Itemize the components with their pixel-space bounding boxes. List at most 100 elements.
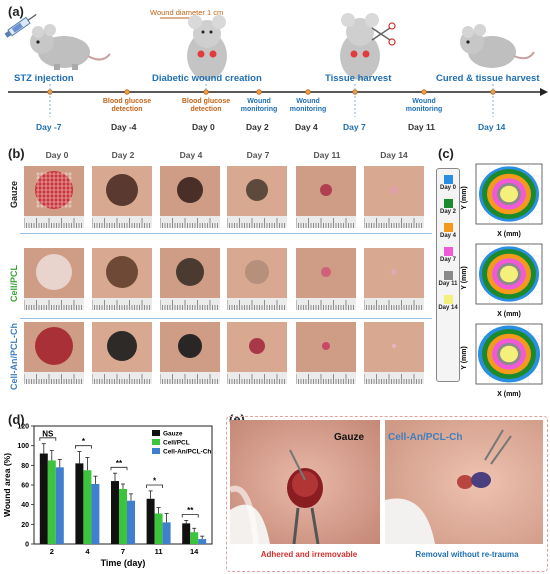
wound-photo bbox=[160, 166, 220, 228]
significance-bracket bbox=[146, 484, 163, 488]
mouse-icon bbox=[30, 24, 111, 70]
contour-legend-item: Day 11 bbox=[437, 271, 459, 287]
panel-e-frame bbox=[226, 416, 548, 572]
panel-label-b: (b) bbox=[8, 146, 25, 161]
contour-xlabel: X (mm) bbox=[497, 311, 521, 318]
wound-photo bbox=[296, 166, 356, 228]
wound-photo-grid bbox=[24, 162, 434, 394]
legend-label: Day 7 bbox=[439, 257, 456, 263]
event-wound-creation: Diabetic wound creation bbox=[152, 73, 262, 84]
contour-legend-item: Day 14 bbox=[437, 295, 459, 311]
bar bbox=[75, 463, 84, 544]
contour-xlabel: X (mm) bbox=[497, 231, 521, 238]
bar bbox=[190, 532, 199, 544]
timeline-illustrations bbox=[4, 13, 548, 117]
contour-plot: Y (mm)X (mm) bbox=[461, 163, 543, 238]
event-glucose-detection: Blood glucose detection bbox=[102, 98, 152, 113]
legend-label: Day 4 bbox=[439, 233, 456, 239]
contour-plot: Y (mm)X (mm) bbox=[461, 323, 543, 398]
significance-bracket bbox=[181, 514, 199, 518]
contour-region bbox=[500, 185, 518, 203]
contour-plot: Y (mm) X (mm) bbox=[461, 243, 543, 318]
bar bbox=[154, 513, 163, 544]
y-tick-label: 100 bbox=[17, 443, 29, 450]
scissors-icon bbox=[371, 22, 396, 46]
contour-plots: Y (mm)X (mm)Y (mm)X (mm)Y (mm)X (mm) bbox=[460, 160, 546, 400]
contour-ylabel: Y (mm) bbox=[461, 346, 468, 370]
legend-label: Cell/PCL bbox=[163, 440, 190, 447]
day-marker: Day 4 bbox=[295, 122, 318, 132]
contour-legend: Day 0 Day 2 Day 4 Day 7 Day 11 Day 14 bbox=[436, 168, 460, 382]
day-header: Day 11 bbox=[313, 150, 341, 160]
legend-swatch bbox=[443, 223, 453, 232]
event-tissue-harvest: Tissue harvest bbox=[325, 73, 392, 84]
contour-legend-item: Day 0 bbox=[437, 175, 459, 191]
legend-label: Day 2 bbox=[439, 209, 456, 215]
contour-legend-item: Day 2 bbox=[437, 199, 459, 215]
caption-adhered: Adhered and irremovable bbox=[260, 550, 358, 559]
bar bbox=[119, 488, 127, 544]
wound-photo bbox=[160, 322, 220, 384]
bar bbox=[162, 522, 171, 544]
day-header: Day 4 bbox=[179, 150, 203, 160]
wound-photo bbox=[92, 248, 152, 310]
bar bbox=[111, 481, 119, 544]
event-glucose-detection: Blood glucose detection bbox=[181, 98, 231, 113]
panel-label-a: (a) bbox=[8, 4, 24, 19]
wound-photo bbox=[92, 166, 152, 228]
y-tick-label: 120 bbox=[17, 424, 29, 431]
mouse-cured-icon bbox=[460, 24, 535, 68]
y-tick-label: 0 bbox=[25, 542, 29, 549]
bar bbox=[198, 539, 207, 544]
wound-photo bbox=[364, 166, 424, 228]
day-marker: Day 2 bbox=[246, 122, 269, 132]
contour-legend-item: Day 7 bbox=[437, 247, 459, 263]
row-divider bbox=[20, 318, 432, 319]
day-marker: Day 0 bbox=[192, 122, 215, 132]
wound-photo bbox=[24, 322, 84, 384]
label-cell-an-pcl-ch: Cell-An/PCL-Ch bbox=[388, 432, 463, 443]
day-header: Day 7 bbox=[246, 150, 270, 160]
caption-removal: Removal without re-trauma bbox=[415, 550, 519, 559]
wound-photo bbox=[24, 248, 84, 310]
significance-label: NS bbox=[42, 429, 54, 438]
panel-label-d: (d) bbox=[8, 412, 25, 427]
legend-swatch bbox=[443, 271, 453, 280]
label-gauze: Gauze bbox=[334, 432, 365, 443]
day-marker: Day 14 bbox=[478, 122, 506, 132]
x-tick-label: 14 bbox=[190, 547, 199, 556]
y-tick-label: 40 bbox=[21, 502, 29, 509]
significance-label: ** bbox=[116, 459, 123, 468]
significance-label: ** bbox=[187, 506, 194, 515]
significance-bracket bbox=[75, 445, 92, 449]
legend-swatch bbox=[152, 448, 160, 454]
x-tick-label: 4 bbox=[85, 547, 90, 556]
contour-region bbox=[500, 265, 518, 283]
event-wound-monitoring: Wound monitoring bbox=[289, 98, 327, 113]
row-label-gauze: Gauze bbox=[9, 180, 19, 208]
wound-photo bbox=[296, 322, 356, 384]
bar bbox=[55, 467, 64, 544]
photo-cell-an-pcl-ch-removal bbox=[385, 420, 543, 544]
event-wound-monitoring: Wound monitoring bbox=[405, 98, 443, 113]
y-tick-label: 80 bbox=[21, 463, 29, 470]
bar bbox=[83, 470, 92, 544]
wound-photo bbox=[24, 166, 84, 228]
wound-photo bbox=[227, 248, 287, 310]
day-marker: Day -4 bbox=[111, 122, 137, 132]
x-tick-label: 2 bbox=[50, 547, 54, 556]
contour-region bbox=[500, 345, 518, 363]
legend-swatch bbox=[443, 247, 453, 256]
contour-ylabel: Y (mm) bbox=[461, 266, 468, 290]
legend-label: Day 14 bbox=[438, 305, 458, 311]
bar bbox=[39, 453, 48, 544]
significance-label: * bbox=[153, 477, 157, 486]
x-tick-label: 7 bbox=[121, 547, 125, 556]
wound-photo bbox=[92, 322, 152, 384]
wound-photo bbox=[364, 322, 424, 384]
x-tick-label: 11 bbox=[155, 547, 163, 556]
significance-label: * bbox=[82, 437, 86, 446]
contour-legend-item: Day 4 bbox=[437, 223, 459, 239]
event-wound-monitoring: Wound monitoring bbox=[240, 98, 278, 113]
